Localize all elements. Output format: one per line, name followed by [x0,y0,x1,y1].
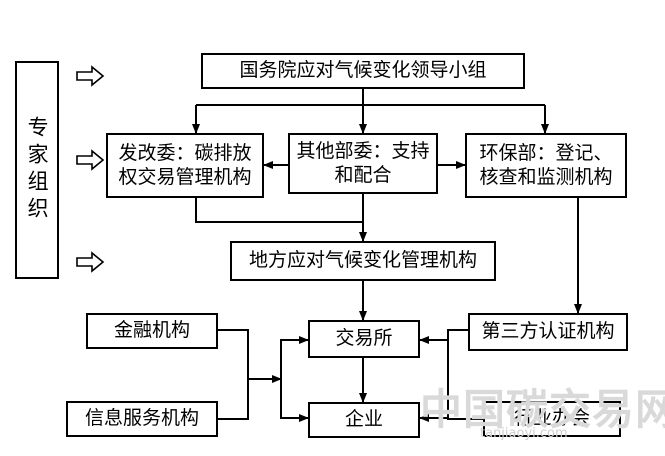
financial-institutions-box: 金融机构 [86,313,218,349]
leading-group-box: 国务院应对气候变化领导小组 [201,53,525,89]
connector-third-out [447,329,468,379]
connector-info-out [218,379,249,420]
info-services-box: 信息服务机构 [66,401,218,437]
connector-ndrc-down [195,198,363,223]
hollow-arrow-2 [76,149,105,171]
connector-right-to-enterprise [419,379,449,422]
hollow-arrow-3 [76,251,105,273]
connector-to-exchange [280,336,309,379]
exchange-box: 交易所 [308,320,420,358]
expert-group-box: 专家组织 [15,61,59,279]
hollow-arrow-1 [76,65,105,87]
local-agency-box: 地方应对气候变化管理机构 [230,241,496,281]
connector-right-to-exchange [419,336,449,379]
connector-assoc-out [447,379,483,420]
industry-assoc-box: 行业办会 [483,401,621,437]
third-party-cert-box: 第三方认证机构 [468,313,628,351]
enterprise-box: 企业 [308,402,420,438]
other-ministries-box: 其他部委：支持 和配合 [288,133,438,194]
connector-financial-out [218,329,249,379]
connector-to-enterprise [280,379,309,422]
mep-box: 环保部：登记、 核查和监测机构 [465,133,627,198]
ndrc-box: 发改委：碳排放 权交易管理机构 [106,133,264,198]
